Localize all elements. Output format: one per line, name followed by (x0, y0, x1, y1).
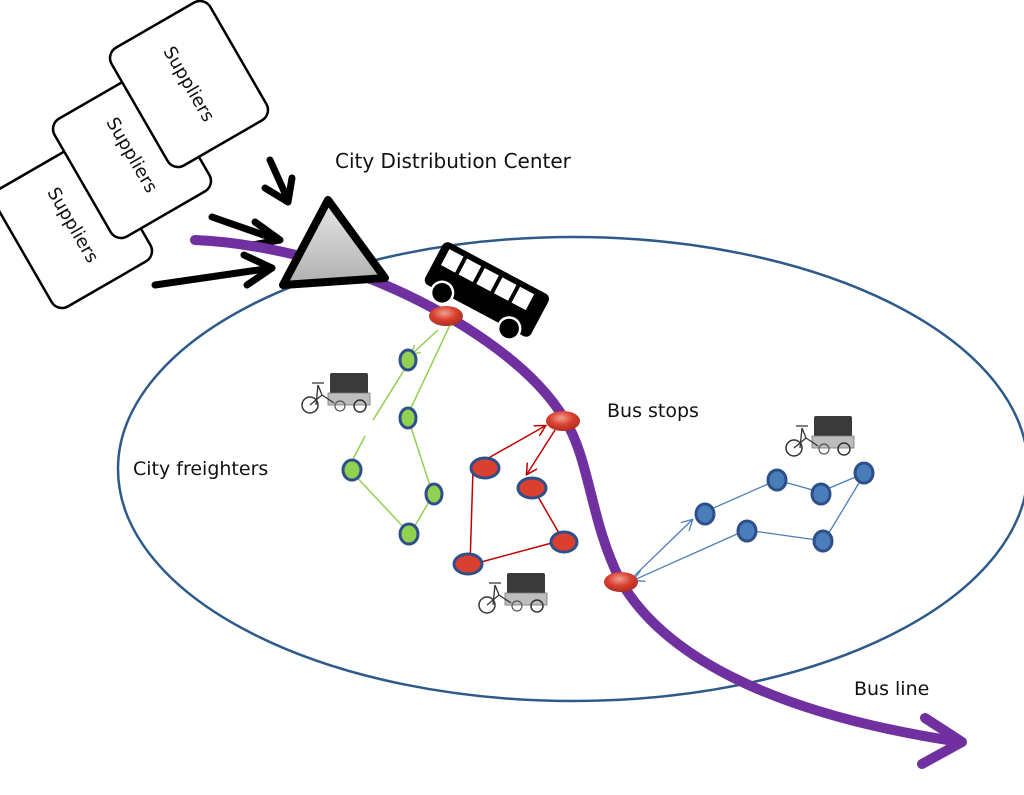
bus-line-label: Bus line (854, 678, 929, 700)
bus-icon (424, 242, 550, 341)
red-route-nodes (452, 456, 579, 576)
blue-route-nodes (694, 461, 875, 553)
bus-line-arrowhead (917, 713, 967, 769)
supply-arrow (266, 156, 292, 204)
bus-stops-label: Bus stops (607, 400, 699, 422)
green-route (349, 324, 451, 535)
delivery-node (549, 530, 579, 554)
delivery-node (694, 502, 716, 526)
cargo-tricycle-icon (785, 415, 855, 457)
city-freighters-label: City freighters (133, 458, 268, 480)
bus-stop (546, 411, 580, 431)
delivery-node (469, 456, 501, 480)
arrow-head (261, 174, 296, 206)
distribution-center-icon (279, 196, 389, 289)
cargo-tricycle-icon (478, 572, 548, 614)
delivery-node (812, 529, 834, 553)
supply-arrow (208, 213, 282, 244)
delivery-node (452, 552, 484, 576)
bus-line (190, 235, 965, 747)
cargo-tricycle-icon (301, 372, 371, 414)
green-route-nodes (341, 348, 444, 546)
city-boundary (116, 235, 1024, 703)
delivery-node (766, 468, 788, 492)
delivery-node (341, 458, 363, 482)
delivery-node (516, 476, 548, 500)
arrow-head (240, 251, 276, 289)
supplier-box-3: Suppliers (108, 0, 270, 169)
delivery-node (810, 482, 832, 506)
distribution-center-label: City Distribution Center (335, 149, 572, 173)
supply-arrow (151, 264, 276, 289)
bus-stop (429, 306, 463, 326)
red-route (469, 426, 564, 566)
delivery-node (398, 348, 418, 372)
delivery-node (398, 522, 420, 546)
delivery-node (736, 519, 758, 543)
bus-stop (604, 572, 638, 592)
delivery-node (853, 461, 875, 485)
bus-stops (429, 306, 638, 592)
delivery-node (398, 406, 418, 430)
delivery-node (424, 482, 444, 506)
